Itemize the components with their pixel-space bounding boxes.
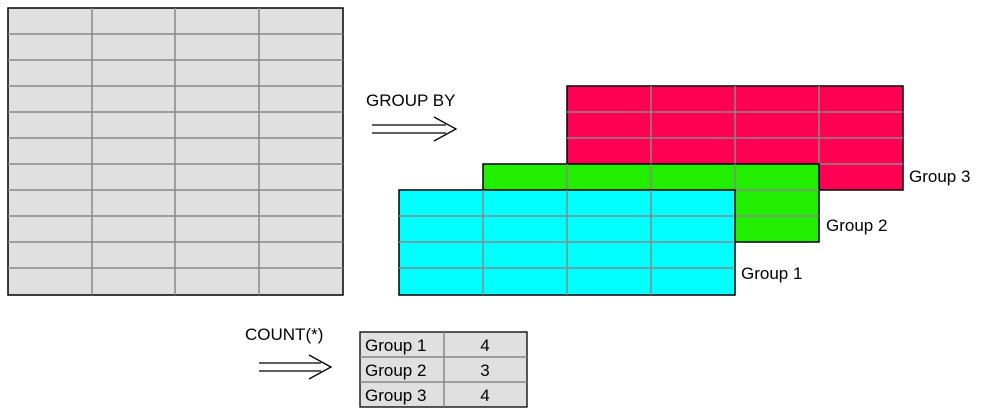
result-row: Group 2 3: [365, 361, 490, 380]
group-by-arrow-icon: [372, 116, 458, 142]
result-group-cell: Group 1: [365, 336, 426, 355]
group-3-label: Group 3: [909, 167, 970, 186]
source-table-grid: [8, 8, 343, 295]
result-group-cell: Group 2: [365, 361, 426, 380]
result-row: Group 1 4: [365, 336, 490, 355]
result-count-cell: 4: [480, 386, 489, 405]
result-table: Group 1 4 Group 2 3 Group 3 4: [359, 331, 528, 408]
group-2-label: Group 2: [826, 216, 887, 235]
result-count-cell: 3: [480, 361, 489, 380]
result-row: Group 3 4: [365, 386, 490, 405]
result-group-cell: Group 3: [365, 386, 426, 405]
group-by-label: GROUP BY: [366, 91, 455, 110]
result-count-cell: 4: [480, 336, 489, 355]
group-1-block: [398, 189, 736, 296]
count-label: COUNT(*): [245, 325, 323, 344]
count-arrow-icon: [259, 354, 333, 380]
source-table: [7, 7, 344, 296]
group-1-label: Group 1: [741, 264, 802, 283]
